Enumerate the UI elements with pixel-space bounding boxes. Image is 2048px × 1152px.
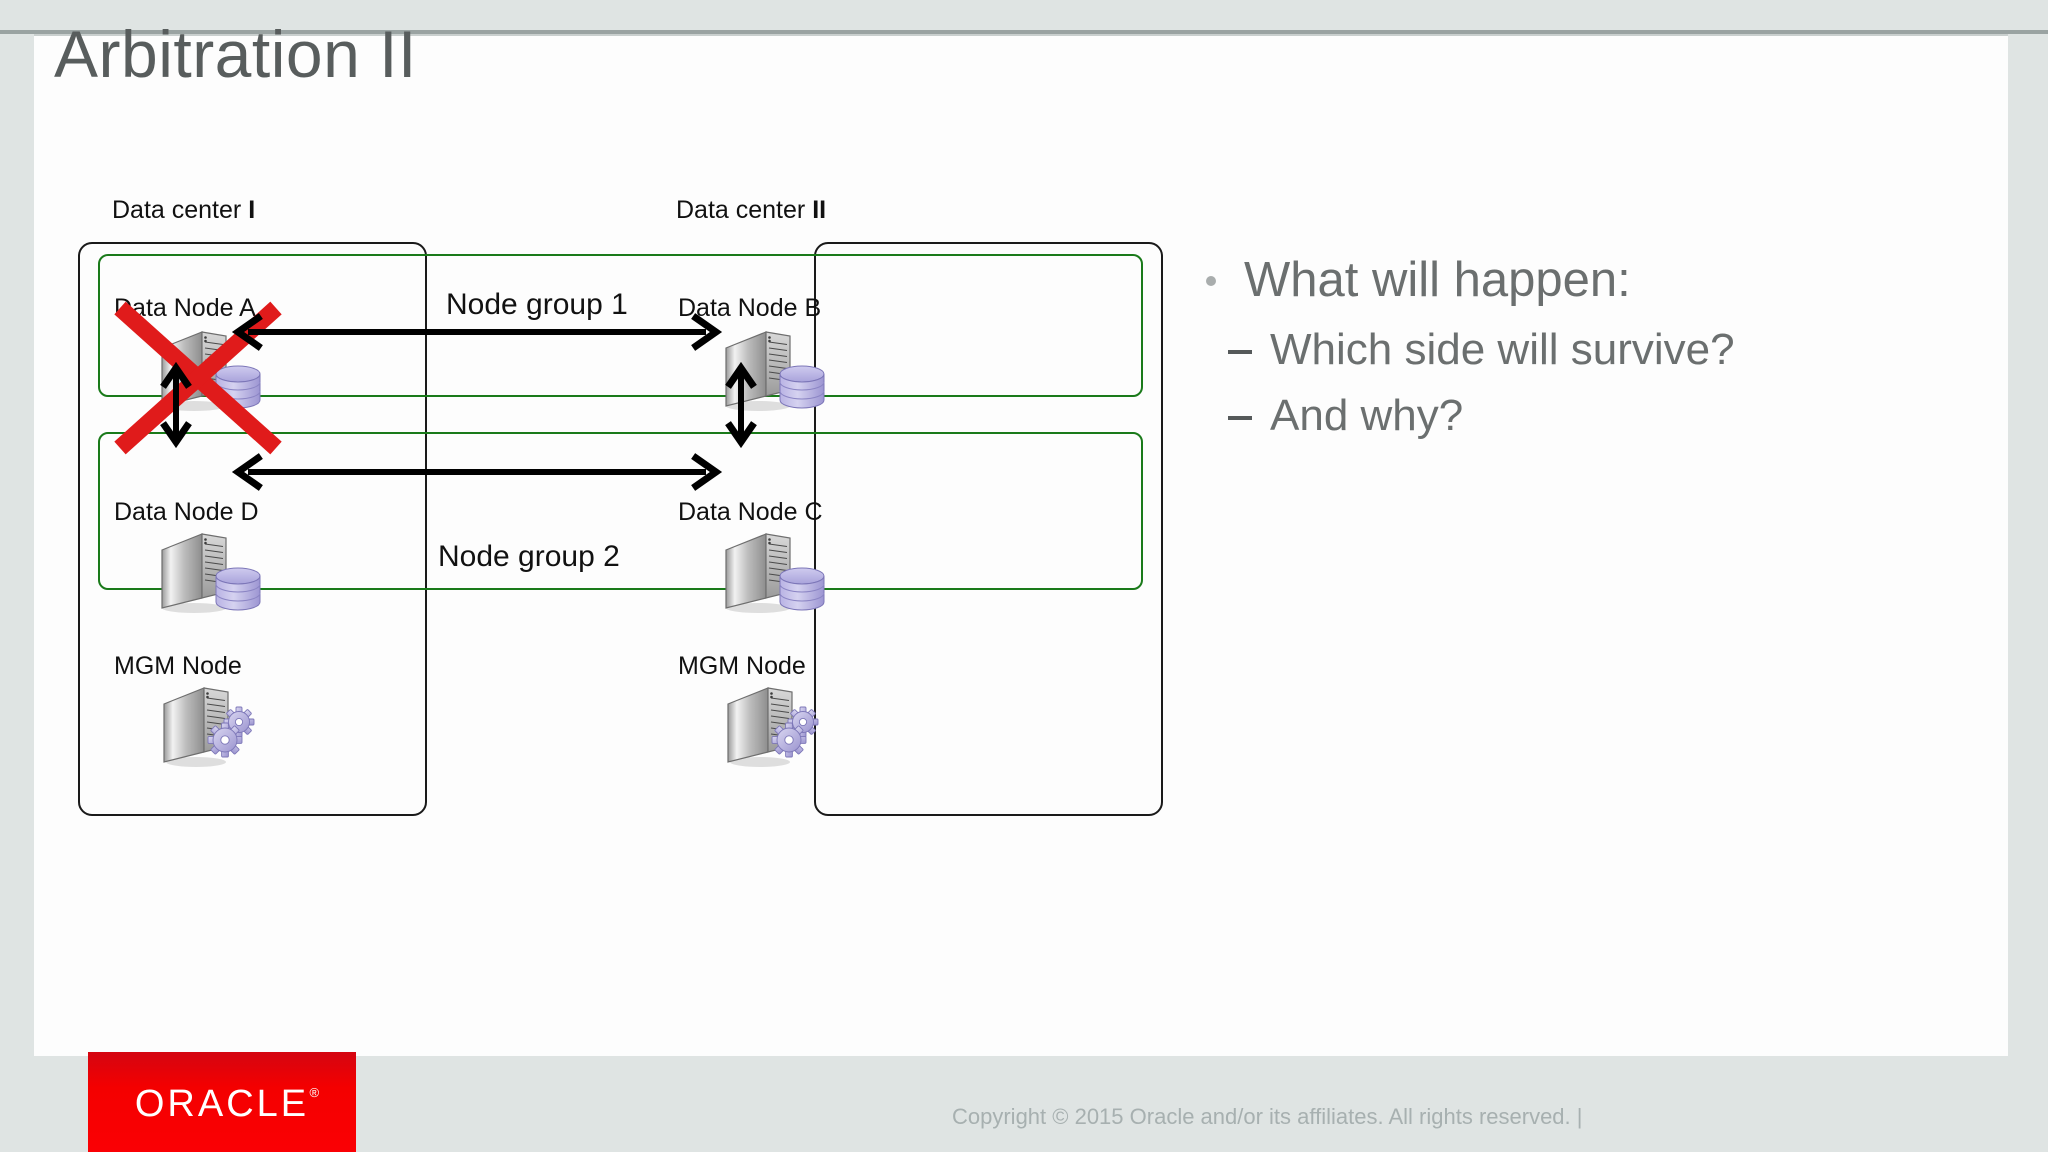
bullet-list: What will happen: Which side will surviv… <box>1200 252 2000 442</box>
node-label-mgm-node-2: MGM Node <box>678 652 806 680</box>
gear-icon-large <box>207 722 243 758</box>
bullet-level2-text-1: Which side will survive? <box>1270 324 1735 374</box>
node-group-2-title: Node group 2 <box>438 540 620 573</box>
server-database-icon-node-c <box>718 528 828 618</box>
oracle-trademark: ® <box>309 1084 323 1100</box>
server-database-icon-node-b <box>718 326 828 416</box>
server-gears-icon-mgm-2 <box>720 682 830 772</box>
data-center-2-box <box>814 242 1163 816</box>
bullet-level2-item-2: And why? <box>1200 390 2000 442</box>
node-label-data-node-b: Data Node B <box>678 294 822 322</box>
arrow-node-group-1 <box>231 313 723 351</box>
slide-canvas <box>34 34 2008 1056</box>
copyright-text: Copyright © 2015 Oracle and/or its affil… <box>952 1104 1583 1129</box>
oracle-logo: ORACLE® <box>88 1052 356 1152</box>
architecture-diagram: Data center I Data center II Node group … <box>66 196 1196 910</box>
node-label-data-node-c: Data Node C <box>678 498 823 526</box>
arrow-node-group-2 <box>231 453 723 491</box>
bullet-level2-item-1: Which side will survive? <box>1200 324 2000 376</box>
bullet-level2-text-2: And why? <box>1270 390 1464 440</box>
bullet-dash-icon <box>1228 349 1252 354</box>
top-chrome-strip <box>0 0 2048 30</box>
bullet-dash-icon <box>1228 415 1252 420</box>
data-center-1-box <box>78 242 427 816</box>
data-center-1-label-text: Data center <box>112 196 249 224</box>
node-group-2-box <box>98 432 1143 590</box>
arrow-left-vertical <box>160 361 192 449</box>
data-center-2-label: Data center II <box>676 196 826 225</box>
bullet-level1-text: What will happen: <box>1244 253 1631 307</box>
arrow-right-vertical <box>725 361 757 449</box>
oracle-wordmark: ORACLE® <box>134 1082 319 1126</box>
data-center-1-roman: I <box>248 196 256 224</box>
data-center-2-roman: II <box>812 196 827 224</box>
top-divider-rule <box>0 30 2048 34</box>
gear-icon-large <box>771 722 807 758</box>
bullet-level1-item: What will happen: <box>1200 252 2000 310</box>
data-center-2-label-text: Data center <box>676 196 813 224</box>
server-database-icon-node-d <box>154 528 264 618</box>
node-label-data-node-d: Data Node D <box>114 498 259 526</box>
node-group-1-title: Node group 1 <box>446 288 628 321</box>
server-gears-icon-mgm-1 <box>156 682 266 772</box>
page-title: Arbitration II <box>54 17 417 91</box>
node-group-1-box <box>98 254 1143 397</box>
replication-arrows <box>160 313 757 491</box>
bullet-dot-icon <box>1206 276 1216 286</box>
oracle-wordmark-text: ORACLE <box>134 1082 310 1125</box>
node-label-mgm-node-1: MGM Node <box>114 652 242 680</box>
data-center-1-label: Data center I <box>112 196 255 225</box>
slide-top-edge-rule <box>34 34 2008 36</box>
